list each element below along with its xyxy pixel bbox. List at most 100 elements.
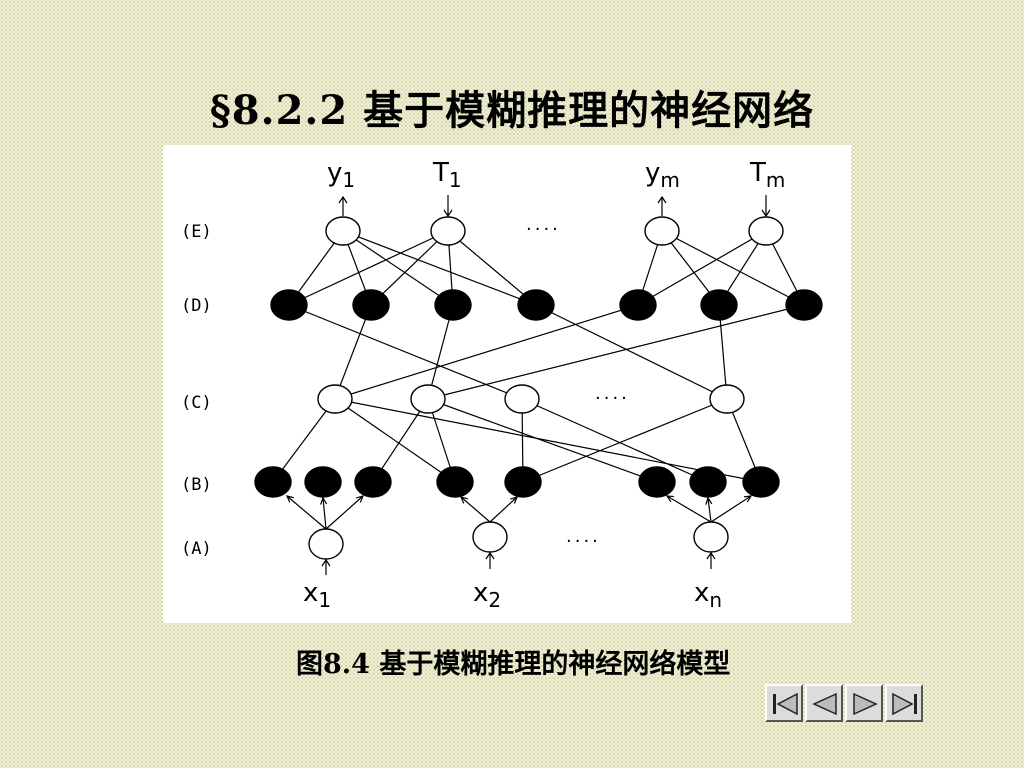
slide-navigation [765, 684, 927, 726]
input-label: x1 [303, 578, 331, 612]
edge-d-c [535, 304, 728, 400]
prev-page-button[interactable] [805, 684, 843, 722]
input-arrow-head [321, 558, 331, 567]
output-label: Tm [749, 158, 785, 192]
layer-d-node [785, 289, 823, 321]
layer-d-node [700, 289, 738, 321]
layer-b-node [638, 466, 676, 498]
edge-c-b [521, 398, 709, 483]
layer-label: (A) [181, 539, 212, 559]
edge-d-c [334, 304, 372, 400]
layer-b-node [254, 466, 292, 498]
layer-a-node [472, 521, 508, 553]
layer-d-node [352, 289, 390, 321]
labels: (E) (D) (C) (B) (A) ···· ···· ···· y1 T1 ym Tm x1 x2 x… [181, 158, 785, 612]
layer-d-node [517, 289, 555, 321]
edge-a-b-head [510, 496, 519, 504]
edge-e-d [288, 230, 449, 306]
edge-a-b-head [743, 495, 753, 503]
edge-a-b [286, 495, 327, 530]
ellipsis: ···· [566, 531, 601, 552]
edge-a-b [707, 497, 712, 523]
slide-title: §8.2.2 基于模糊推理的神经网络 [209, 87, 815, 134]
edge-e-d [447, 230, 537, 306]
layer-c-node [709, 384, 745, 414]
edge-a-b [325, 495, 364, 530]
figure-caption: 图8.4 基于模糊推理的神经网络模型 [296, 649, 731, 680]
edge-c-b [372, 398, 429, 483]
edge-d-c [334, 304, 639, 400]
last-page-button[interactable] [885, 684, 923, 722]
edge-a-b-head [459, 496, 468, 504]
layer-e-node [644, 216, 680, 246]
layer-e-node [430, 216, 466, 246]
target-arrow-t-head [761, 209, 771, 218]
layer-label: (D) [181, 296, 212, 316]
edge-c-b [334, 398, 762, 483]
layer-d-node [434, 289, 472, 321]
input-arrow-head [485, 551, 495, 560]
output-arrow-y-head [338, 195, 348, 204]
layer-d-node [619, 289, 657, 321]
layer-c-node [410, 384, 446, 414]
edge-c-b [272, 398, 336, 483]
neural-network-figure: (E) (D) (C) (B) (A) ···· ···· ···· y1 T1 ym Tm x1 x2 x… [163, 145, 851, 623]
ellipsis: ···· [595, 388, 630, 409]
layer-b-node [354, 466, 392, 498]
target-arrow-t-head [443, 209, 453, 218]
edge-d-c [288, 304, 523, 400]
next-page-button[interactable] [845, 684, 883, 722]
edge-a-b [666, 495, 712, 523]
layer-b-node [436, 466, 474, 498]
edge-a-b [322, 497, 327, 530]
layer-c-node [504, 384, 540, 414]
edge-a-b [710, 495, 752, 523]
nodes [254, 216, 823, 560]
input-label: x2 [473, 578, 501, 612]
edge-d-c [427, 304, 805, 400]
skip-back-icon [773, 692, 798, 716]
edge-c-b [334, 398, 456, 483]
edge-a-b-head [356, 495, 365, 503]
edge-e-d [342, 230, 537, 306]
layer-b-node [504, 466, 542, 498]
input-arrow-head [706, 551, 716, 560]
first-page-button[interactable] [765, 684, 803, 722]
ellipsis: ···· [526, 219, 561, 240]
layer-label: (B) [181, 475, 212, 495]
layer-label: (C) [181, 393, 212, 413]
edge-a-b [460, 496, 491, 523]
layer-b-node [689, 466, 727, 498]
edge-a-b-head [665, 495, 675, 503]
layer-d-node [270, 289, 308, 321]
edge-a-b-head [320, 496, 328, 505]
play-left-icon [812, 692, 837, 716]
edge-d-c [718, 304, 728, 400]
edge-e-d [637, 230, 767, 306]
play-right-icon [853, 692, 878, 716]
edge-c-b [427, 398, 658, 483]
output-label: ym [645, 158, 680, 192]
layer-e-node [325, 216, 361, 246]
edge-a-b [489, 496, 518, 523]
edge-a-b-head [705, 496, 713, 505]
output-label: y1 [327, 158, 355, 192]
edge-a-b-head [285, 495, 294, 503]
edge-e-d [342, 230, 454, 306]
output-label: T1 [432, 158, 462, 192]
layer-a-node [308, 528, 344, 560]
layer-b-node [304, 466, 342, 498]
network-diagram: (E) (D) (C) (B) (A) ···· ···· ···· y1 T1 ym Tm x1 x2 x… [181, 158, 823, 612]
edge-e-d [661, 230, 805, 306]
edge-e-d [370, 230, 449, 306]
edge-c-b [522, 398, 728, 483]
input-label: xn [694, 578, 722, 612]
output-arrow-y-head [657, 195, 667, 204]
skip-forward-icon [892, 692, 917, 716]
layer-c-node [317, 384, 353, 414]
layer-label: (E) [181, 222, 212, 242]
edge-d-c [427, 304, 454, 400]
layer-a-node [693, 521, 729, 553]
layer-e-node [748, 216, 784, 246]
layer-b-node [742, 466, 780, 498]
